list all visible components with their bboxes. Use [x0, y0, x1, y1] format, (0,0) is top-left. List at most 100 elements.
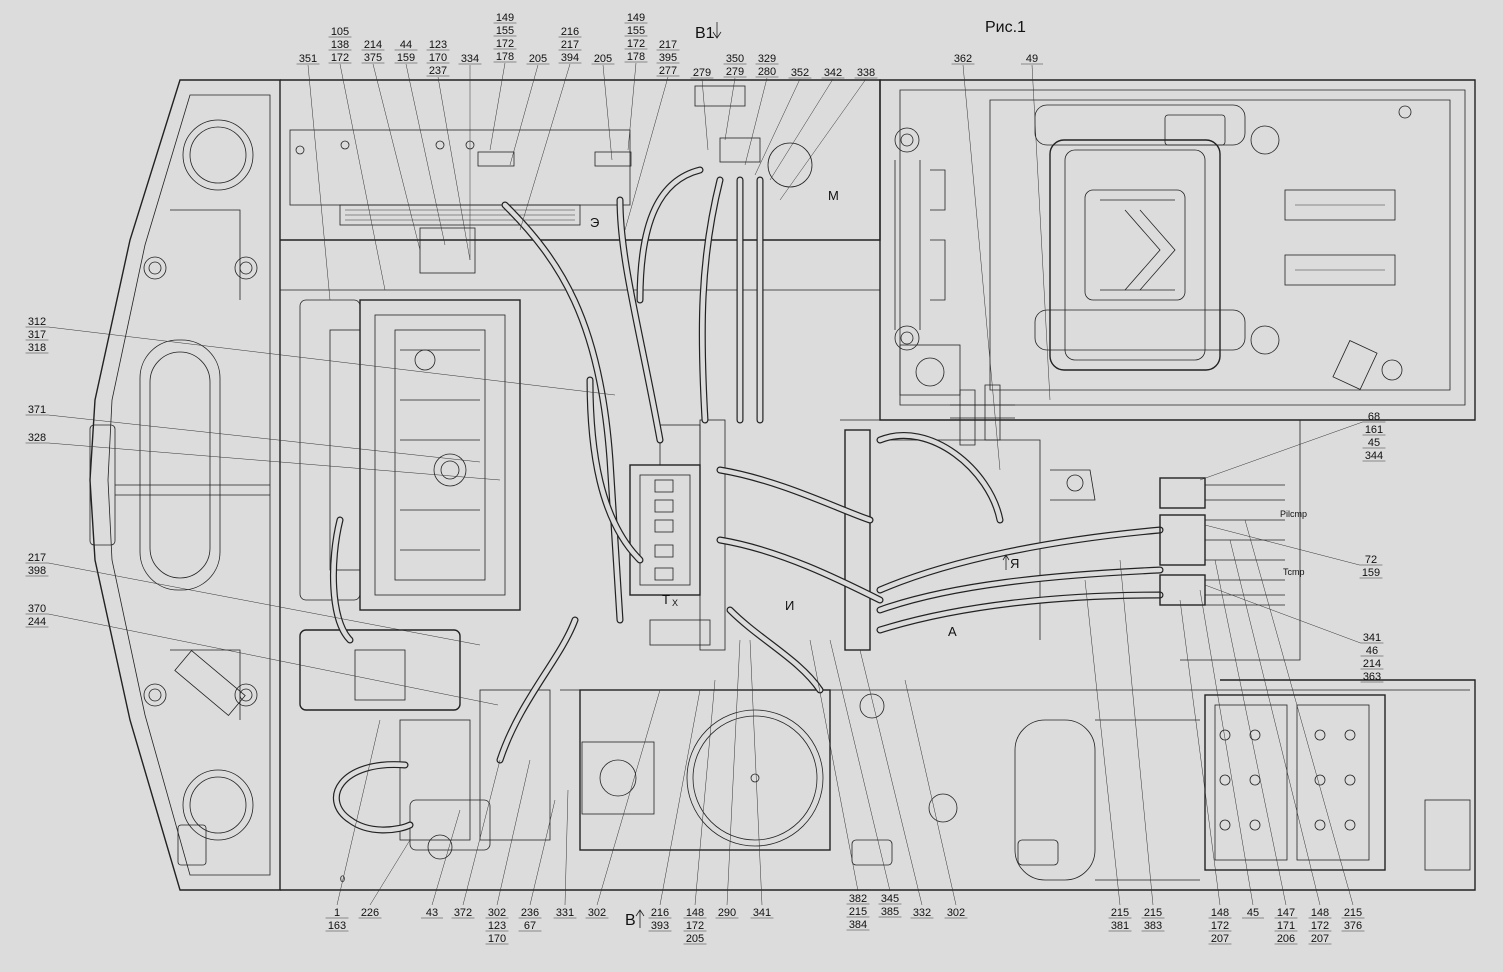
leader-line — [1179, 599, 1221, 906]
callout-text: 205 — [529, 53, 547, 65]
letter-a: А — [948, 624, 957, 639]
leader-line — [48, 442, 501, 481]
callout-text: 155 — [496, 25, 514, 37]
callout-text: 214 — [364, 39, 382, 51]
callout-b290: 290 — [715, 639, 741, 919]
control-valves — [629, 419, 871, 651]
leader-line — [596, 689, 661, 906]
letter-t: Т — [662, 592, 670, 607]
figure-title: Рис.1 — [985, 19, 1026, 36]
callout-l371: 371 — [25, 404, 481, 463]
callout-text: 279 — [693, 67, 711, 79]
leader-line — [336, 719, 381, 906]
callout-text: 217 — [659, 39, 677, 51]
leader-line — [48, 613, 499, 706]
callout-t279a: 279 — [690, 67, 714, 151]
swivel-connectors — [950, 384, 1285, 606]
callout-text: 207 — [1311, 933, 1329, 945]
callout-text: 148 — [686, 907, 704, 919]
callout-text: 45 — [1368, 437, 1380, 449]
leader-line — [307, 64, 331, 301]
callout-text: 178 — [496, 51, 514, 63]
callout-text: 216 — [651, 907, 669, 919]
callout-text: 161 — [1365, 424, 1383, 436]
callout-b45: 45 — [1199, 589, 1264, 919]
callout-text: 205 — [686, 933, 704, 945]
leader-line — [1229, 539, 1321, 906]
leader-line — [339, 63, 386, 291]
zero-mark: 0 — [340, 874, 345, 884]
callout-text: 237 — [429, 65, 447, 77]
leader-line — [48, 326, 616, 396]
hydraulic-tank — [579, 689, 1200, 881]
leader-line — [405, 63, 446, 246]
callout-text: 331 — [556, 907, 574, 919]
callout-text: 317 — [28, 329, 46, 341]
callout-text: 370 — [28, 603, 46, 615]
leader-line — [496, 759, 531, 906]
counterweight-details — [89, 119, 270, 866]
callout-t205a: 205 — [509, 53, 550, 166]
callout-text: 382 — [849, 893, 867, 905]
callout-t342: 342 — [769, 67, 845, 181]
leader-line — [1119, 559, 1154, 906]
callout-text: 46 — [1366, 645, 1378, 657]
callout-text: 216 — [561, 26, 579, 38]
tank-pressure-label: Tcmp — [1283, 567, 1305, 577]
letter-x: Х — [672, 598, 678, 608]
callout-text: 159 — [397, 52, 415, 64]
engine — [289, 129, 631, 611]
callout-text: 149 — [496, 12, 514, 24]
callout-t352: 352 — [754, 67, 812, 176]
callout-text: 155 — [627, 25, 645, 37]
leader-line — [1204, 524, 1360, 566]
callout-t49: 49 — [1021, 53, 1051, 401]
callout-text: 376 — [1344, 920, 1362, 932]
letter-e: Э — [590, 215, 599, 230]
hoses — [329, 166, 1164, 764]
callout-t205b: 205 — [591, 53, 615, 161]
callout-text: 138 — [331, 39, 349, 51]
view-label-b1: В1 — [695, 25, 715, 42]
leader-line — [48, 562, 481, 646]
leader-line — [694, 679, 716, 906]
callout-text: 159 — [1362, 567, 1380, 579]
callout-text: 334 — [461, 53, 479, 65]
callout-text: 178 — [627, 51, 645, 63]
leader-line — [372, 63, 421, 251]
callout-text: 171 — [1277, 920, 1295, 932]
callout-text: 280 — [758, 66, 776, 78]
leader-line — [724, 77, 736, 141]
callout-b302c: 302 — [904, 679, 968, 919]
leader-line — [1214, 559, 1287, 906]
callout-text: 172 — [331, 52, 349, 64]
leader-line — [1199, 421, 1363, 481]
callout-text: 384 — [849, 919, 867, 931]
callout-text: 67 — [524, 920, 536, 932]
leader-line — [809, 639, 859, 892]
leader-line — [701, 78, 709, 151]
callout-text: 123 — [488, 920, 506, 932]
leader-line — [962, 64, 1001, 471]
callout-b372: 372 — [451, 759, 501, 919]
callout-b302b: 302 — [585, 689, 661, 919]
callout-text: 244 — [28, 616, 46, 628]
leader-line — [659, 689, 701, 906]
callout-text: 236 — [521, 907, 539, 919]
callout-text: 72 — [1365, 554, 1377, 566]
callout-text: 383 — [1144, 920, 1162, 932]
callout-b341: 341 — [749, 639, 774, 919]
callout-b331: 331 — [553, 789, 577, 919]
callout-text: 394 — [561, 52, 579, 64]
